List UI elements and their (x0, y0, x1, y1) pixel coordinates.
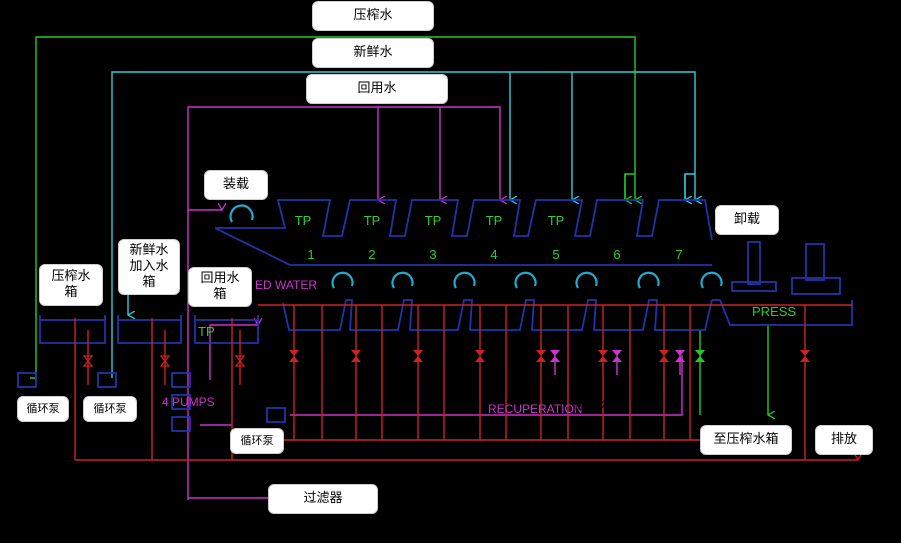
unit-numbers: 1 2 3 4 5 6 7 (307, 247, 682, 262)
rotation-arrow (453, 271, 476, 289)
fresh-tank-label: 新鲜水 加入水 箱 (118, 239, 180, 295)
valve (82, 355, 94, 367)
discharge-label: 排放 (815, 425, 873, 455)
rotation-arrow (331, 271, 354, 289)
valve (695, 350, 705, 362)
feed-water-text: ED WATER (255, 278, 317, 292)
valve (598, 350, 608, 362)
press-tank-label: 压榨水 箱 (39, 264, 103, 306)
valve (289, 350, 299, 362)
recycled-tank-label: 回用水 箱 (188, 267, 252, 307)
valve (234, 355, 246, 367)
rotation-arrow (229, 204, 254, 223)
rotation-arrow (700, 271, 723, 289)
valve (351, 350, 361, 362)
fresh-water-label: 新鲜水 (312, 38, 434, 68)
unit-number: 1 (307, 247, 314, 262)
recuperation-text: RECUPERATION (488, 402, 582, 416)
unloading-label: 卸载 (715, 205, 779, 235)
pumps-text: 4 PUMPS (162, 395, 215, 409)
tp-unit-label: TP (425, 213, 442, 228)
press-text: PRESS (752, 304, 796, 319)
unit-number: 4 (490, 247, 497, 262)
unit-number: 3 (429, 247, 436, 262)
unit-number: 2 (368, 247, 375, 262)
valve (675, 350, 685, 362)
to-press-tank-label: 至压榨水箱 (700, 425, 792, 455)
valve (612, 350, 622, 362)
pump-label-3: 循环泵 (230, 428, 284, 454)
drain-network (74, 304, 858, 460)
rotation-arrows (229, 204, 723, 289)
tp-trough-frame (17, 199, 853, 432)
recuperation-cn-label: 回用水 (574, 398, 614, 413)
rotation-arrow (637, 271, 660, 289)
press-water-label: 压榨水 (312, 1, 434, 31)
tp-unit-label: TP (486, 213, 503, 228)
valve (550, 350, 560, 362)
tp-unit-label: TP (295, 213, 312, 228)
pump-label-1: 循环泵 (17, 396, 69, 422)
unit-number: 7 (675, 247, 682, 262)
recycled-water-label: 回用水 (306, 74, 448, 104)
rotation-arrow (391, 271, 414, 289)
valve (475, 350, 485, 362)
unit-number: 6 (613, 247, 620, 262)
tank-tp-text: TP (198, 324, 215, 339)
tp-unit-label: TP (364, 213, 381, 228)
unit-number: 5 (552, 247, 559, 262)
valve (536, 350, 546, 362)
filter-label: 过滤器 (268, 484, 378, 514)
press-water-line (30, 36, 768, 415)
valve (659, 350, 669, 362)
loading-label: 装载 (204, 170, 268, 200)
pump-label-2: 循环泵 (83, 396, 137, 422)
fresh-water-line (111, 71, 695, 378)
rotation-arrow (514, 271, 537, 289)
valves (82, 350, 810, 367)
tp-unit-label: TP (548, 213, 565, 228)
tp-unit-labels: TP TP TP TP TP (295, 213, 565, 228)
valve (159, 355, 171, 367)
rotation-arrow (575, 271, 598, 289)
valve (413, 350, 423, 362)
valve (800, 350, 810, 362)
